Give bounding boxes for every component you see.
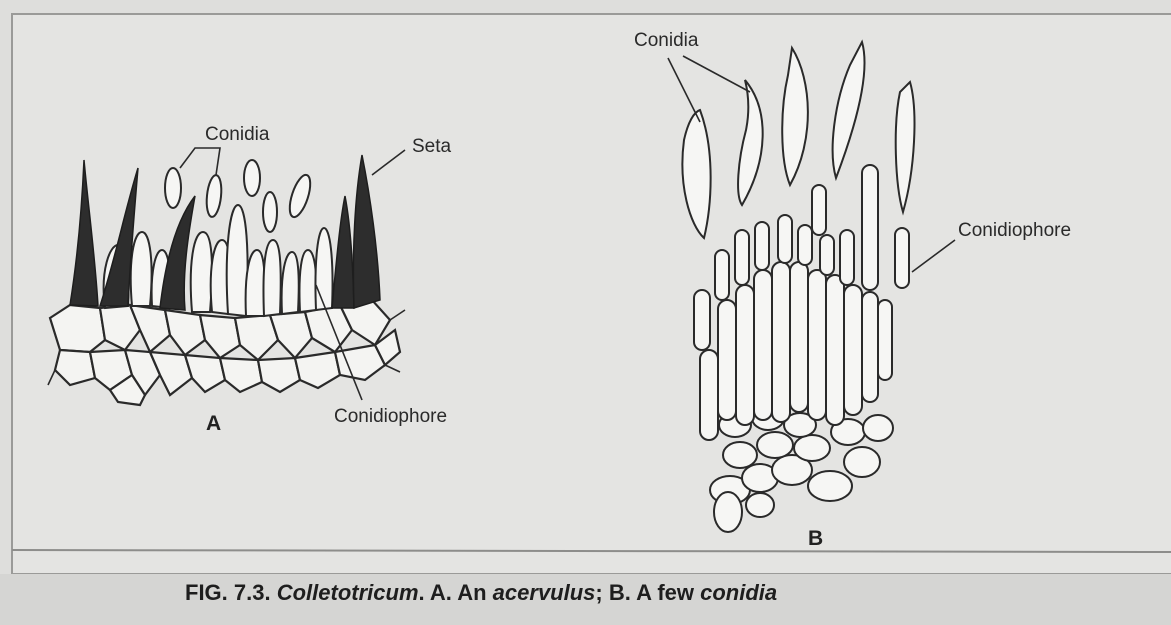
caption-term-a: acervulus (493, 580, 596, 605)
label-b-conidia: Conidia (634, 30, 699, 51)
panel-letter-a: A (206, 412, 221, 435)
caption-part-a: . A. An (419, 580, 487, 605)
label-a-conidiophore: Conidiophore (334, 406, 447, 427)
caption-term-b: conidia (700, 580, 777, 605)
caption-part-b: ; B. A few (595, 580, 694, 605)
figure-caption: FIG. 7.3. Colletotricum. A. An acervulus… (185, 580, 777, 605)
label-b-conidiophore: Conidiophore (958, 220, 1071, 241)
caption-prefix: FIG. 7.3. (185, 580, 271, 605)
label-a-seta: Seta (412, 136, 452, 157)
label-a-conidia: Conidia (205, 124, 270, 145)
caption-genus: Colletotricum (277, 580, 419, 605)
panel-letter-b: B (808, 527, 823, 550)
figure-frame (12, 14, 1171, 574)
